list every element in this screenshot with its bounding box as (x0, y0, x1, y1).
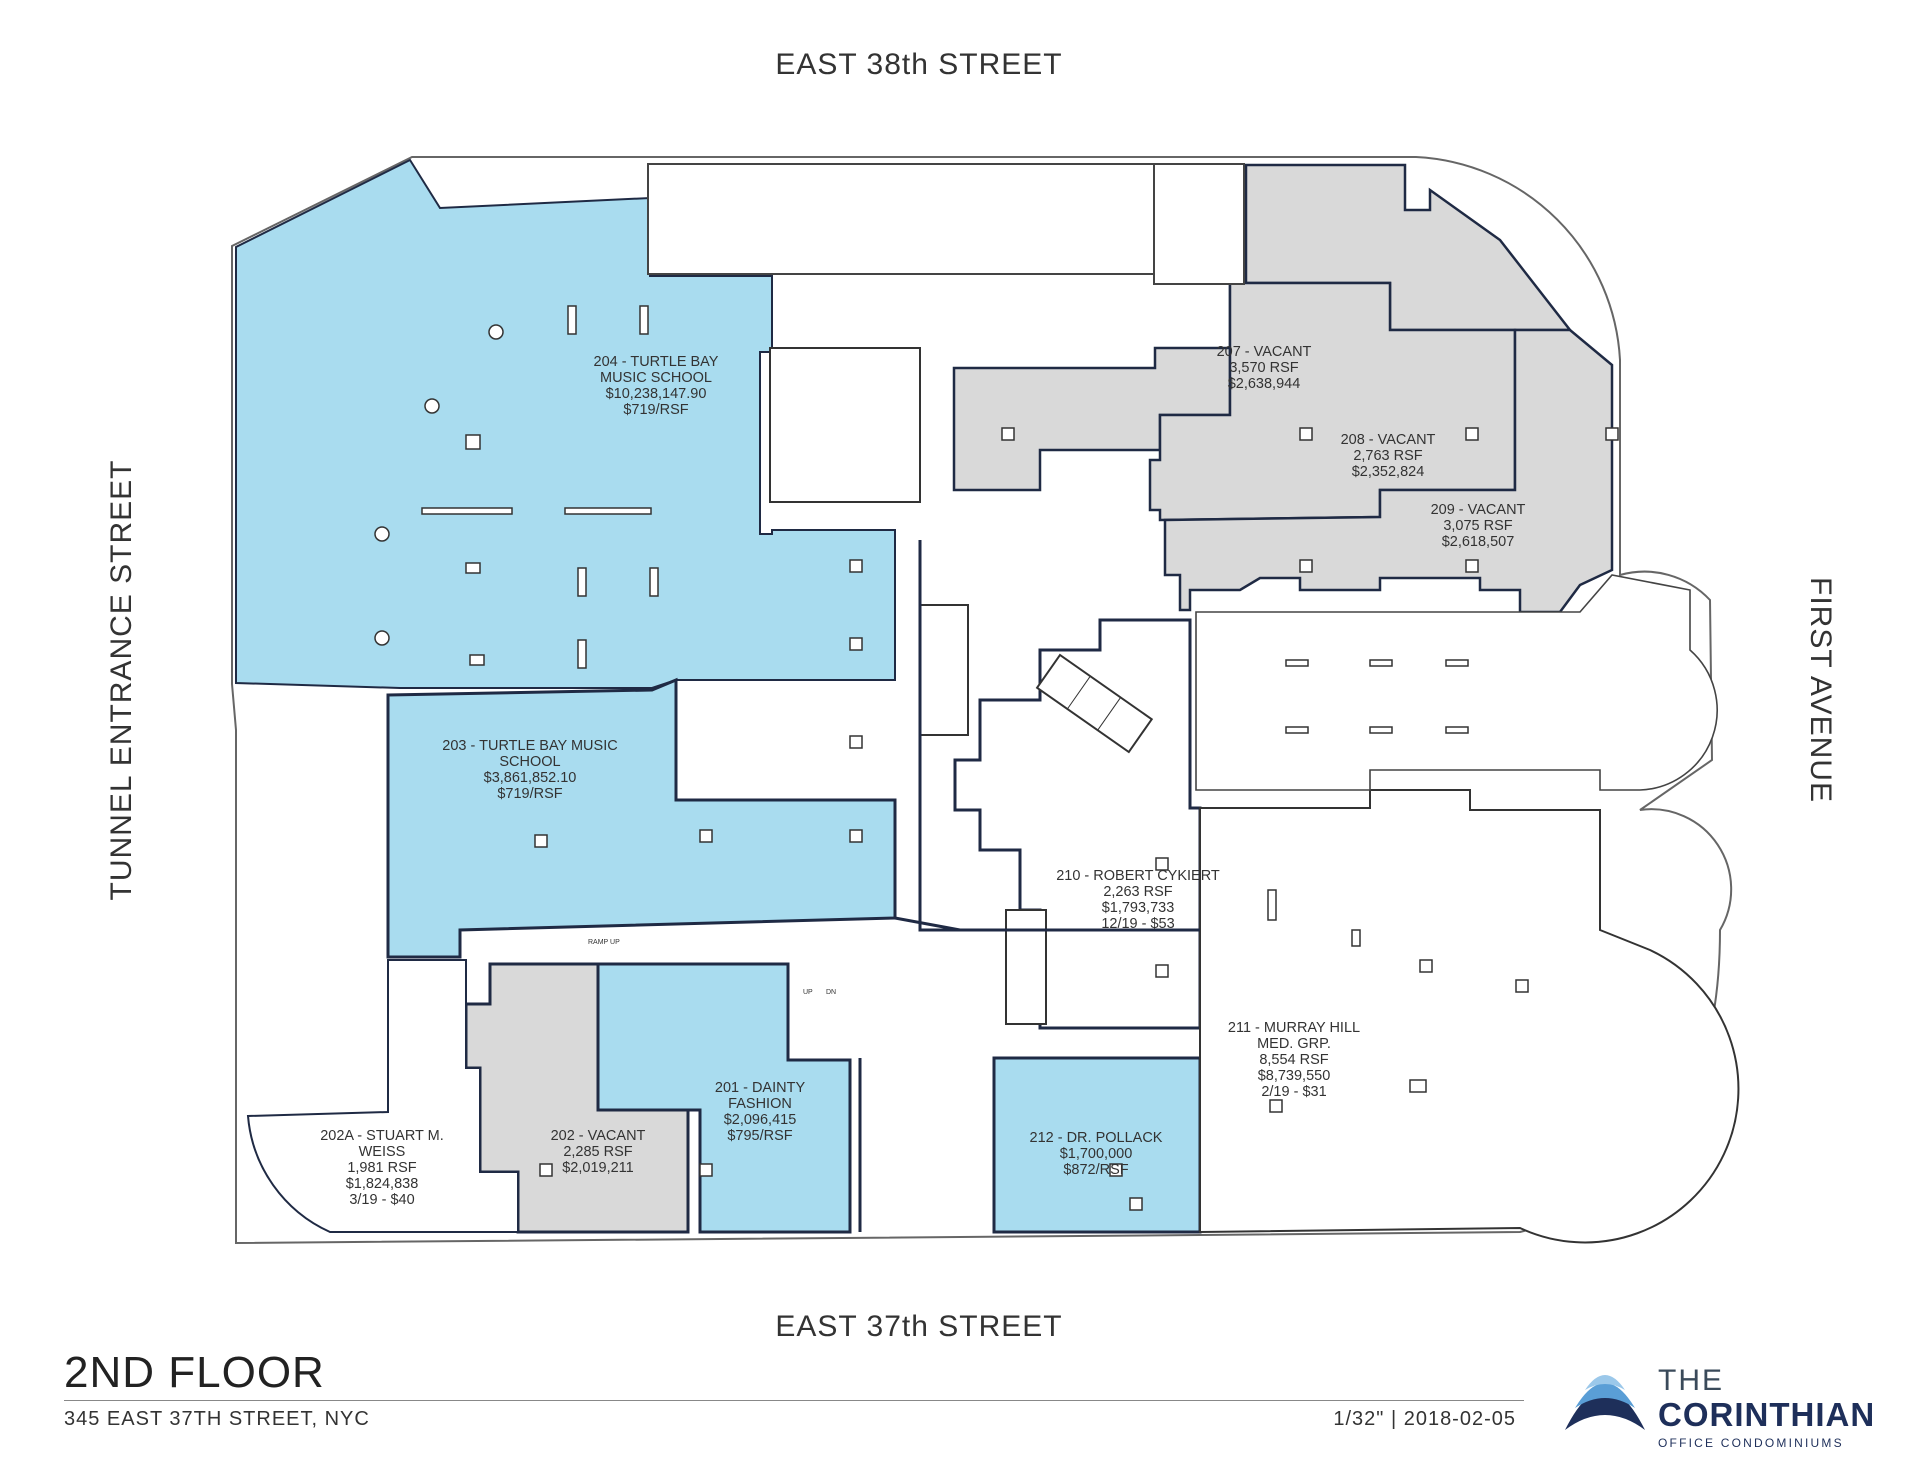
structural-columns (374, 305, 1619, 1211)
wave-logo-icon (1565, 1375, 1645, 1430)
logo-the: THE (1658, 1364, 1724, 1397)
street-label-west: TUNNEL ENTRANCE STREET (105, 459, 138, 901)
scale-and-date: 1/32" | 2018-02-05 (1333, 1408, 1516, 1430)
east-open-area (1195, 574, 1718, 791)
street-label-north: EAST 38th STREET (775, 48, 1063, 81)
unit-202a-area (246, 959, 519, 1233)
unit-203-area (386, 677, 897, 959)
north-room-1 (647, 163, 1155, 275)
stair-core (769, 347, 921, 503)
stair-up-label: UP (803, 989, 813, 996)
elevator-bank-diagonal (1035, 653, 1154, 754)
interior-walls (858, 540, 1200, 1232)
logo-subtitle: OFFICE CONDOMINIUMS (1658, 1436, 1844, 1450)
title-divider (64, 1400, 1524, 1401)
elevator-south (1005, 909, 1047, 1025)
stair-dn-label: DN (826, 989, 836, 996)
building-address: 345 EAST 37TH STREET, NYC (64, 1408, 370, 1430)
street-label-south: EAST 37th STREET (775, 1310, 1063, 1343)
elevator-bank-west (919, 604, 969, 736)
logo-name: CORINTHIAN (1658, 1396, 1876, 1433)
unit-label-212: 212 - DR. POLLACK$1,700,000$872/RSF (1029, 1130, 1163, 1178)
north-room-2 (1153, 163, 1245, 285)
unit-209-area (1163, 328, 1614, 614)
ramp-label: RAMP UP (588, 939, 620, 946)
street-label-east: FIRST AVENUE (1804, 577, 1837, 803)
unit-211-area (1199, 789, 1740, 1244)
corinthian-logo: THE CORINTHIAN OFFICE CONDOMINIUMS (1560, 1354, 1880, 1454)
floor-title: 2ND FLOOR (64, 1348, 325, 1397)
